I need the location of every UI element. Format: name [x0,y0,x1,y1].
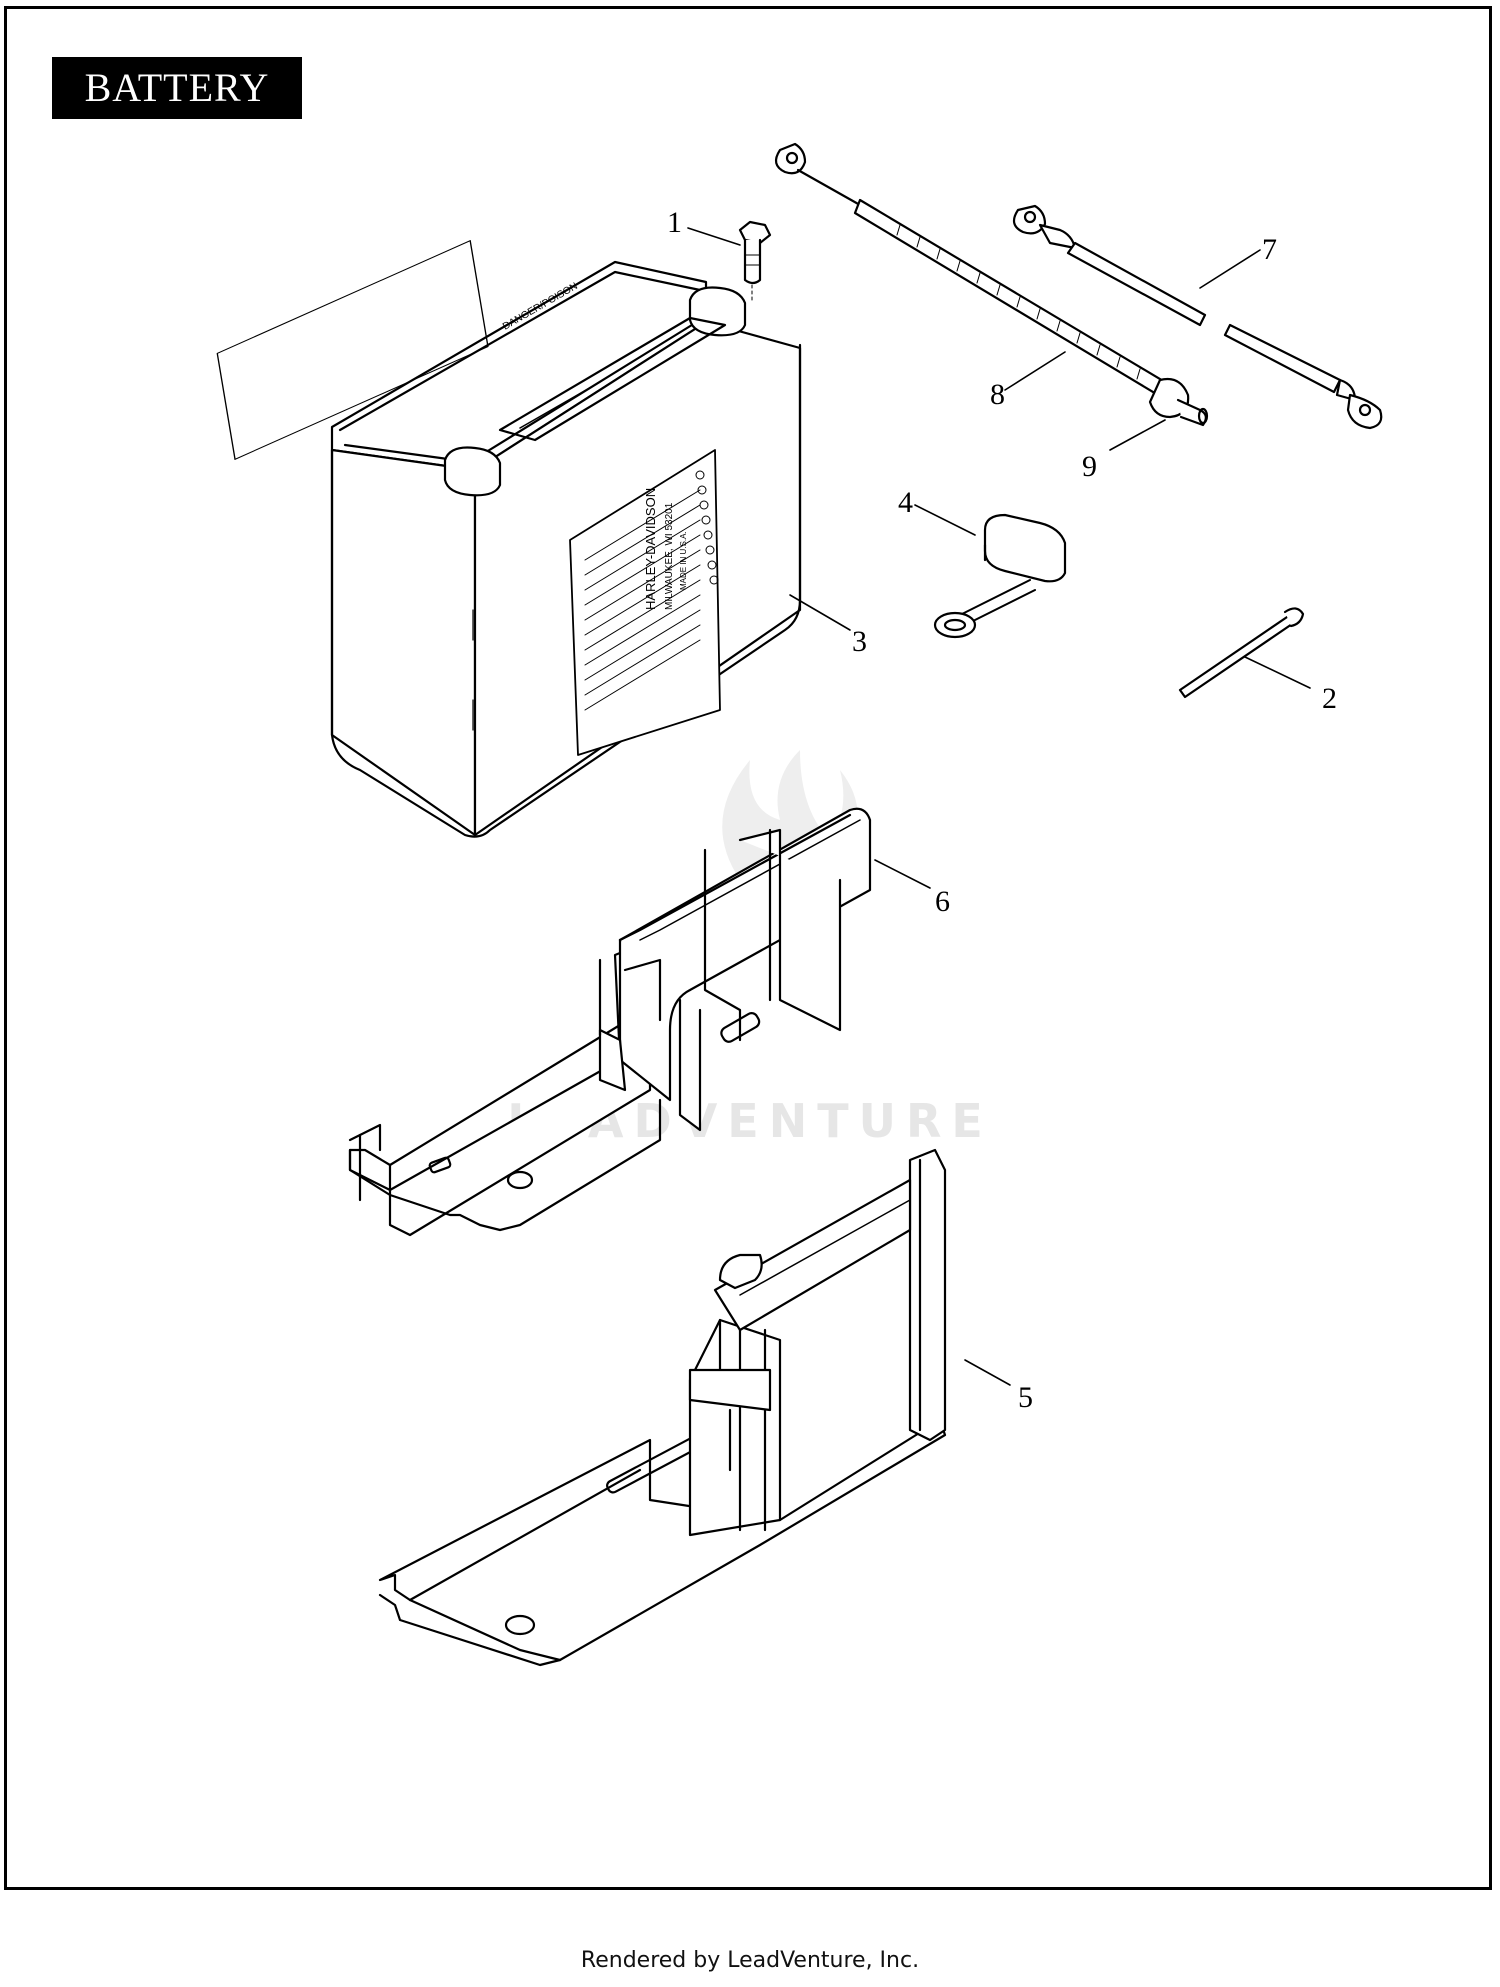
cable-strap-2 [1178,607,1305,699]
callout-6: 6 [935,885,950,918]
terminal-boot-4 [933,513,1067,639]
diagram-frame [4,6,1492,1890]
callout-1: 1 [667,206,682,239]
bolt [738,220,772,301]
diagram-title: BATTERY [52,57,302,119]
footer-credit: Rendered by LeadVenture, Inc. [580,1948,920,1973]
battery-location-text: MILWAUKEE, WI 53201 [664,502,675,610]
terminal-9 [1148,377,1209,427]
cable-7 [1012,204,1383,430]
battery-tray-6 [348,807,872,1237]
battery-bracket-5 [378,1148,947,1667]
callout-labels: 1 2 3 4 5 6 7 8 9 [667,206,1337,1414]
callout-9: 9 [1082,450,1097,483]
cable-8 [774,142,1172,400]
battery-origin-text: MADE IN U.S.A. [679,531,688,590]
battery [216,240,802,838]
callout-8: 8 [990,378,1005,411]
callout-5: 5 [1018,1381,1033,1414]
battery-brand-text: HARLEY-DAVIDSON [643,488,658,610]
callout-3: 3 [852,625,867,658]
leader-lines [687,227,1311,1386]
callout-4: 4 [898,486,913,519]
callout-2: 2 [1322,682,1337,715]
callout-7: 7 [1262,233,1277,266]
